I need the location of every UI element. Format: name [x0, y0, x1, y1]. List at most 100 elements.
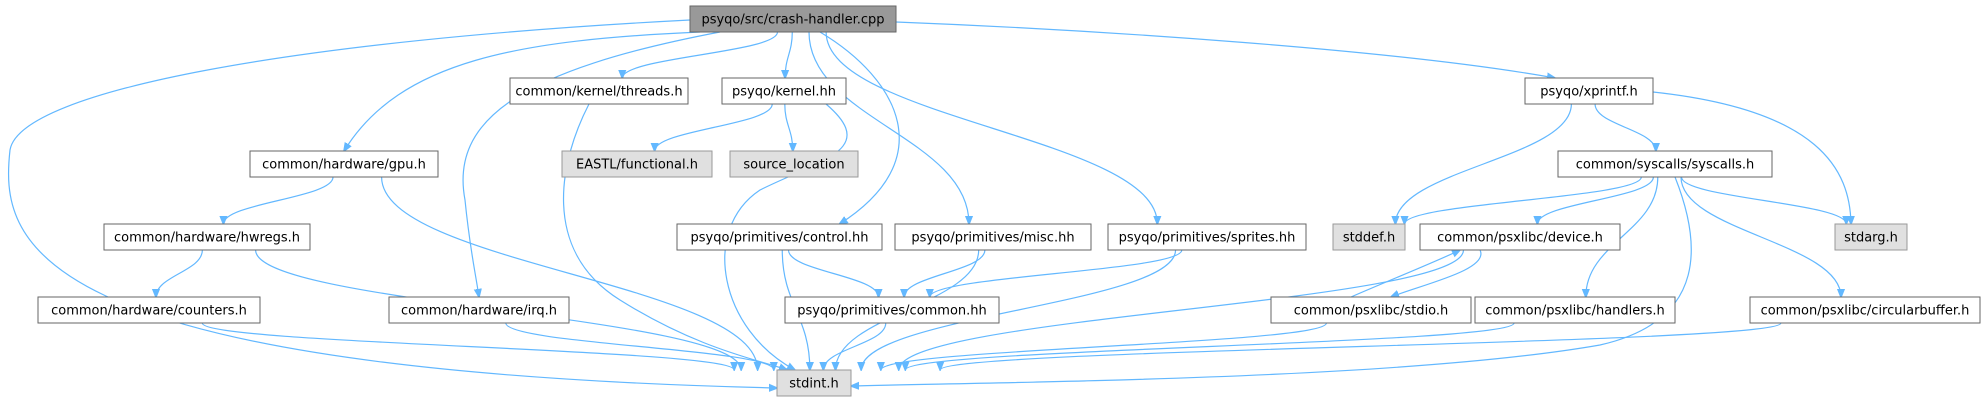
node-label: stdarg.h [1844, 231, 1898, 246]
node-threads[interactable]: common/kernel/threads.h [509, 77, 689, 105]
node-label: common/psxlibc/device.h [1437, 231, 1603, 246]
node-circularbuffer[interactable]: common/psxlibc/circularbuffer.h [1749, 296, 1981, 324]
node-box [37, 296, 261, 324]
edge-kernel-to-functional [655, 103, 773, 151]
node-label: common/hardware/gpu.h [262, 158, 426, 173]
node-box [676, 223, 883, 251]
node-misc[interactable]: psyqo/primitives/misc.hh [894, 223, 1092, 251]
node-label: psyqo/src/crash-handler.cpp [701, 13, 884, 28]
node-box [1749, 296, 1981, 324]
edge-hwregs-to-counters [156, 249, 203, 297]
node-gpu[interactable]: common/hardware/gpu.h [249, 150, 439, 178]
edge-stdio-to-device [1350, 250, 1460, 298]
node-label: source_location [743, 158, 844, 173]
node-label: psyqo/xprintf.h [1540, 85, 1638, 100]
edge-sprites-to-common-hh [930, 249, 1183, 297]
node-irq[interactable]: common/hardware/irq.h [388, 296, 570, 324]
edge-gpu-to-stdint [381, 176, 758, 370]
node-box [721, 77, 847, 105]
node-label: psyqo/primitives/misc.hh [911, 231, 1074, 246]
node-handlers[interactable]: common/psxlibc/handlers.h [1474, 296, 1676, 324]
node-kernel[interactable]: psyqo/kernel.hh [721, 77, 847, 105]
node-box [249, 150, 439, 178]
edge-kernel-to-stdint [724, 103, 848, 370]
node-sprites[interactable]: psyqo/primitives/sprites.hh [1107, 223, 1307, 251]
edge-crash-handler-to-xprintf [895, 21, 1555, 78]
node-box [1834, 223, 1908, 251]
edge-crash-handler-to-gpu [344, 31, 701, 151]
edge-gpu-to-hwregs [223, 176, 334, 224]
edge-layer [7, 19, 1851, 388]
edge-syscalls-to-handlers [1586, 176, 1659, 297]
edge-misc-to-common-hh [904, 249, 986, 297]
node-common-hh[interactable]: psyqo/primitives/common.hh [784, 296, 1000, 324]
edge-syscalls-to-device [1537, 176, 1654, 224]
node-source-location: source_location [729, 150, 859, 178]
node-label: common/psxlibc/stdio.h [1294, 304, 1449, 319]
edge-syscalls-to-circularbuffer [1680, 176, 1841, 297]
node-stddef: stddef.h [1332, 223, 1406, 251]
edge-device-to-stdint [899, 249, 1465, 370]
node-box [1419, 223, 1621, 251]
node-box [1557, 150, 1773, 178]
node-control[interactable]: psyqo/primitives/control.hh [676, 223, 883, 251]
node-label: common/hardware/counters.h [51, 304, 247, 319]
edge-handlers-to-stdint [905, 322, 1515, 370]
edge-crash-handler-to-stdint [7, 19, 777, 388]
node-box [729, 150, 859, 178]
edge-crash-handler-to-threads [622, 31, 779, 78]
edge-device-to-stdio [1391, 249, 1482, 297]
node-hwregs[interactable]: common/hardware/hwregs.h [103, 223, 311, 251]
node-label: common/kernel/threads.h [515, 85, 682, 100]
node-box [784, 296, 1000, 324]
node-box [1474, 296, 1676, 324]
edge-crash-handler-to-control [819, 31, 900, 224]
edge-counters-to-stdint [201, 322, 734, 370]
node-stdarg: stdarg.h [1834, 223, 1908, 251]
node-box [1107, 223, 1307, 251]
node-stdio[interactable]: common/psxlibc/stdio.h [1270, 296, 1472, 324]
edge-common-hh-to-stdint [823, 322, 887, 370]
node-label: psyqo/primitives/sprites.hh [1119, 231, 1296, 246]
node-box [103, 223, 311, 251]
node-device[interactable]: common/psxlibc/device.h [1419, 223, 1621, 251]
node-label: psyqo/kernel.hh [732, 85, 836, 100]
edge-stdio-to-stdint [881, 322, 1328, 370]
edge-circularbuffer-to-stdint [940, 322, 1782, 370]
node-label: psyqo/primitives/control.hh [690, 231, 868, 246]
node-label: stdint.h [789, 377, 838, 392]
edge-control-to-common-hh [787, 249, 879, 297]
node-box [388, 296, 570, 324]
node-box [776, 369, 852, 397]
edge-xprintf-to-stdarg [1652, 91, 1851, 224]
node-syscalls[interactable]: common/syscalls/syscalls.h [1557, 150, 1773, 178]
node-box [689, 5, 897, 33]
node-label: common/psxlibc/handlers.h [1485, 304, 1665, 319]
edge-crash-handler-to-misc [808, 31, 969, 224]
node-label: stddef.h [1343, 231, 1395, 246]
node-box [1332, 223, 1406, 251]
node-label: common/syscalls/syscalls.h [1576, 158, 1754, 173]
edge-syscalls-to-stdint [851, 176, 1692, 386]
edge-xprintf-to-syscalls [1594, 103, 1656, 151]
node-box [561, 150, 713, 178]
node-counters[interactable]: common/hardware/counters.h [37, 296, 261, 324]
node-layer: psyqo/src/crash-handler.cpp common/hardwa… [37, 5, 1981, 397]
node-box [1524, 77, 1654, 105]
node-stdint: stdint.h [776, 369, 852, 397]
edge-sprites-to-stdint [861, 249, 1177, 370]
edge-crash-handler-to-kernel [785, 31, 793, 78]
edge-kernel-to-source-location [784, 103, 793, 151]
node-label: EASTL/functional.h [576, 158, 698, 173]
node-box [509, 77, 689, 105]
node-box [1270, 296, 1472, 324]
edge-crash-handler-to-sprites [825, 31, 1157, 224]
node-xprintf[interactable]: psyqo/xprintf.h [1524, 77, 1654, 105]
edge-crash-handler-to-irq [462, 31, 721, 297]
node-box [894, 223, 1092, 251]
node-label: common/hardware/hwregs.h [114, 231, 300, 246]
node-label: psyqo/primitives/common.hh [797, 304, 987, 319]
node-crash-handler[interactable]: psyqo/src/crash-handler.cpp [689, 5, 897, 33]
edge-irq-to-stdint [505, 322, 774, 370]
